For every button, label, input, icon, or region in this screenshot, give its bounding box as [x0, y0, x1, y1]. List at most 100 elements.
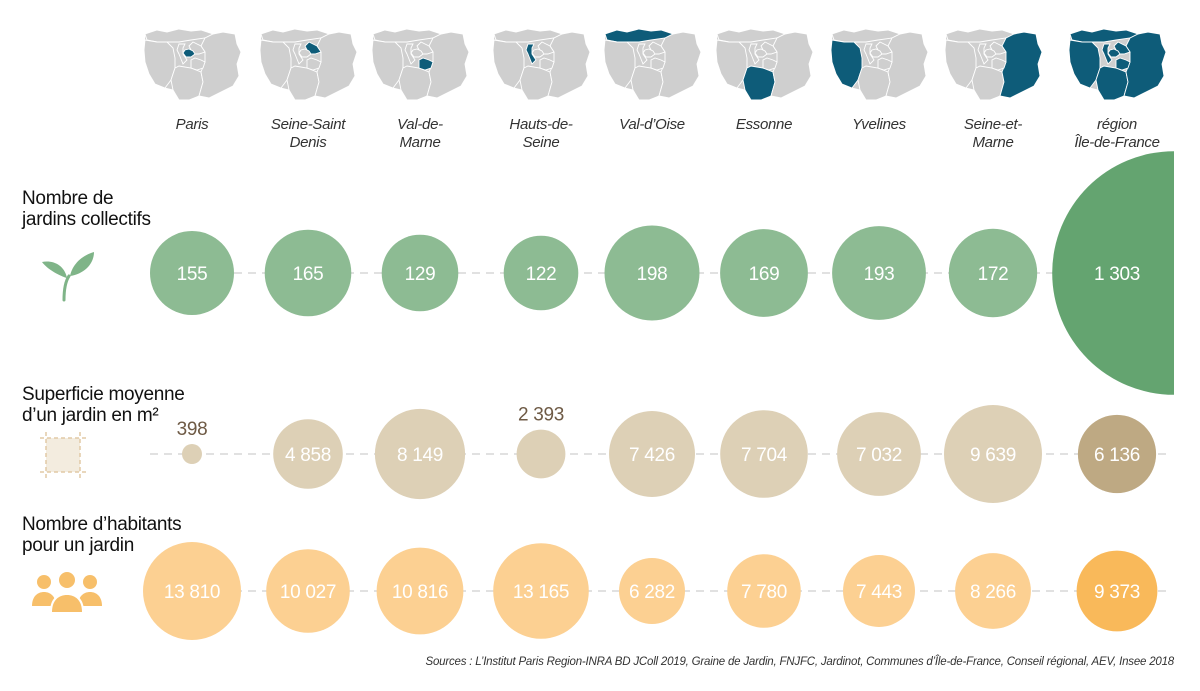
map-region-yv	[830, 39, 863, 89]
column-name-line: Yvelines	[852, 116, 906, 133]
column-name-line: Seine-Saint	[270, 116, 346, 133]
map-region-hs	[977, 43, 989, 65]
map-region-pa	[410, 48, 424, 58]
map-region-es	[519, 65, 553, 101]
row-title-people-line1: Nombre d’habitants	[22, 514, 182, 535]
map-region-vm	[650, 57, 666, 71]
sprout-icon	[42, 252, 94, 302]
row-title-surface-line1: Superficie moyenne	[22, 384, 185, 405]
map-region-sm	[426, 31, 470, 99]
map-region-pa	[642, 48, 656, 58]
bubble-3-hauts-de-seine	[493, 543, 589, 639]
bubble-1-seine-et-marne	[948, 228, 1038, 318]
bubble-1-val-de-marne	[381, 234, 459, 312]
bubble-2-val-d-oise	[609, 411, 695, 497]
column-name-yvelines: Yvelines	[824, 116, 934, 134]
bubble-label-3-region-ile-de-france: 9 373	[1094, 582, 1140, 603]
bubble-2-val-de-marne	[374, 408, 466, 500]
column-name-line: Seine	[522, 134, 560, 151]
map-paris	[143, 28, 242, 101]
map-region-sm	[885, 31, 929, 99]
map-region-hs	[176, 43, 188, 65]
bubble-label-3-hauts-de-seine: 13 165	[513, 582, 569, 603]
bubble-label-2-yvelines: 7 032	[856, 445, 902, 466]
map-region-sm	[314, 31, 358, 99]
bubble-1-essonne	[720, 229, 808, 317]
people-icon	[32, 570, 102, 612]
bubble-label-2-seine-et-marne: 9 639	[970, 445, 1016, 466]
map-region-vm	[1115, 57, 1131, 71]
map-region-ile-de-france	[1068, 28, 1167, 101]
column-name-line: région	[1097, 116, 1137, 133]
bubble-2-seine-saint-denis	[273, 419, 343, 489]
map-val-de-marne	[371, 28, 470, 101]
column-name-essonne: Essonne	[709, 116, 819, 134]
map-region-pa	[869, 48, 883, 58]
map-region-yv	[492, 39, 525, 89]
bubble-label-3-val-d-oise: 6 282	[629, 582, 675, 603]
bubble-1-paris	[150, 231, 234, 315]
map-region-hs	[292, 43, 304, 65]
column-name-line: Seine-et-	[963, 116, 1023, 133]
bubble-label-3-essonne: 7 780	[741, 582, 787, 603]
column-name-seine-et-marne: Seine-et-Marne	[938, 116, 1048, 152]
column-name-line: Essonne	[735, 116, 793, 133]
bubble-label-1-seine-et-marne: 172	[978, 264, 1009, 285]
bubble-label-2-seine-saint-denis: 4 858	[285, 445, 331, 466]
map-region-vm	[762, 57, 778, 71]
bubble-label-2-region-ile-de-france: 6 136	[1094, 445, 1140, 466]
map-region-es	[398, 65, 432, 101]
row-title-gardens-line2: jardins collectifs	[22, 209, 151, 230]
bubble-2-seine-et-marne	[944, 405, 1042, 503]
bubble-2-hauts-de-seine	[516, 429, 566, 479]
bubble-1-seine-saint-denis	[264, 229, 352, 317]
map-region-hs	[748, 43, 760, 65]
column-name-line: Val-d’Oise	[619, 116, 685, 133]
map-region-pa	[531, 48, 545, 58]
bubble-label-1-seine-saint-denis: 165	[293, 264, 324, 285]
map-region-yv	[1068, 39, 1101, 89]
bubble-3-yvelines	[843, 555, 915, 627]
bubble-label-1-region-ile-de-france: 1 303	[1094, 264, 1140, 285]
bubble-label-3-val-de-marne: 10 816	[392, 582, 448, 603]
map-region-pa	[983, 48, 997, 58]
map-thumbnails	[143, 28, 1167, 101]
bubble-label-2-essonne: 7 704	[741, 445, 788, 466]
row-title-people: Nombre d’habitants pour un jardin	[22, 514, 182, 556]
map-region-vm	[306, 57, 322, 71]
bubble-3-region-ile-de-france	[1076, 550, 1158, 632]
column-name-line: Marne	[399, 134, 441, 151]
bubble-1-region-ile-de-france	[1052, 151, 1174, 395]
bubble-label-3-seine-saint-denis: 10 027	[280, 582, 336, 603]
bubble-2-paris	[182, 444, 202, 464]
bubble-label-1-paris: 155	[177, 264, 208, 285]
map-region-yv	[715, 39, 748, 89]
row-title-gardens: Nombre de jardins collectifs	[22, 188, 151, 230]
column-name-line: Hauts-de-	[509, 116, 573, 133]
column-name-line: Marne	[972, 134, 1014, 151]
map-region-es	[170, 65, 204, 101]
map-region-yv	[143, 39, 176, 89]
bubble-label-3-yvelines: 7 443	[856, 582, 902, 603]
map-region-yv	[371, 39, 404, 89]
column-name-val-d-oise: Val-d’Oise	[597, 116, 707, 134]
plot-icon	[40, 432, 86, 478]
bubble-label-1-essonne: 169	[749, 264, 780, 285]
map-hauts-de-seine	[492, 28, 591, 101]
map-region-pa	[298, 48, 312, 58]
map-essonne	[715, 28, 814, 101]
bubble-label-1-val-d-oise: 198	[637, 264, 668, 285]
row-title-surface-line2: d’un jardin en m²	[22, 405, 159, 426]
map-region-vm	[877, 57, 893, 71]
map-region-hs	[404, 43, 416, 65]
bubble-label-1-yvelines: 193	[864, 264, 895, 285]
bubble-label-2-hauts-de-seine: 2 393	[518, 405, 564, 426]
column-name-hauts-de-seine: Hauts-de-Seine	[486, 116, 596, 152]
map-region-hs	[863, 43, 875, 65]
map-region-es	[1095, 65, 1129, 101]
source-note: Sources : L’Institut Paris Region-INRA B…	[425, 656, 1175, 668]
map-region-sm	[770, 31, 814, 99]
bubble-1-hauts-de-seine	[503, 235, 579, 311]
map-region-sm	[198, 31, 242, 99]
